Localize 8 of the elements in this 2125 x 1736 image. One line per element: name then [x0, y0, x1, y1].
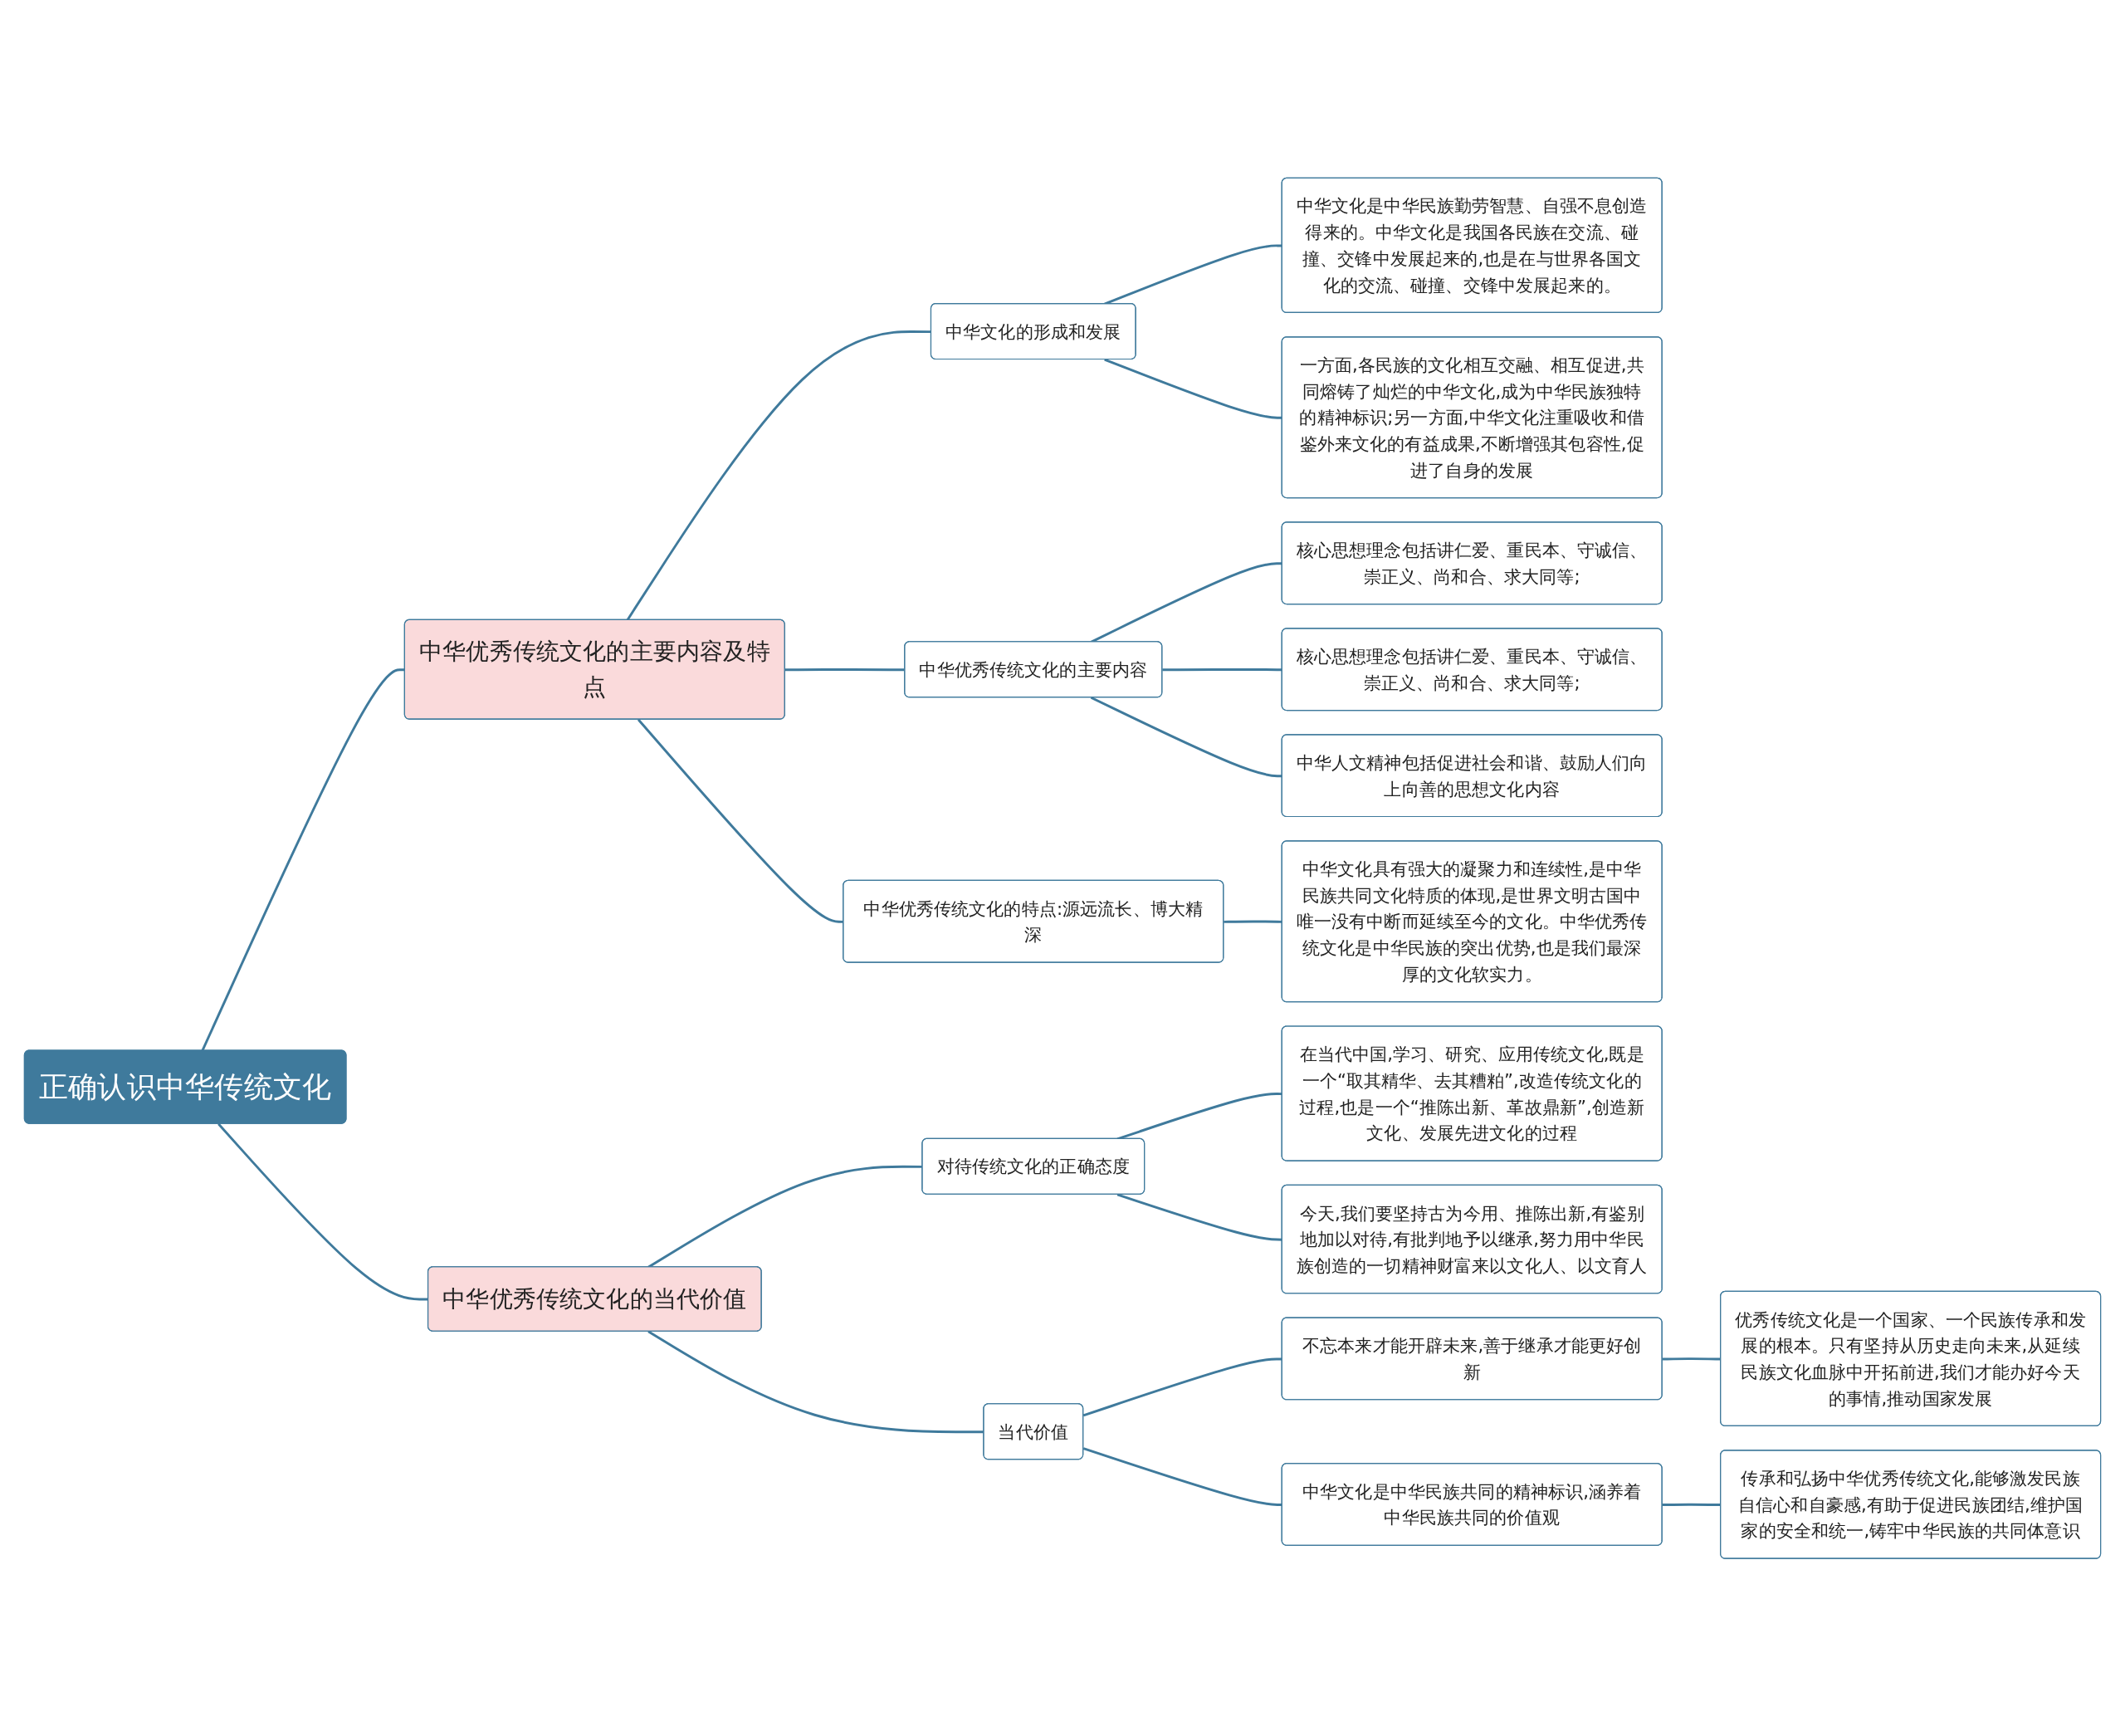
connector [1162, 668, 1282, 671]
connector [201, 668, 405, 1051]
connector [1116, 1193, 1282, 1241]
connector [1082, 1447, 1282, 1506]
connector [1082, 1357, 1282, 1416]
connector [1104, 358, 1282, 419]
connector [1224, 920, 1282, 923]
connector [1090, 696, 1282, 777]
